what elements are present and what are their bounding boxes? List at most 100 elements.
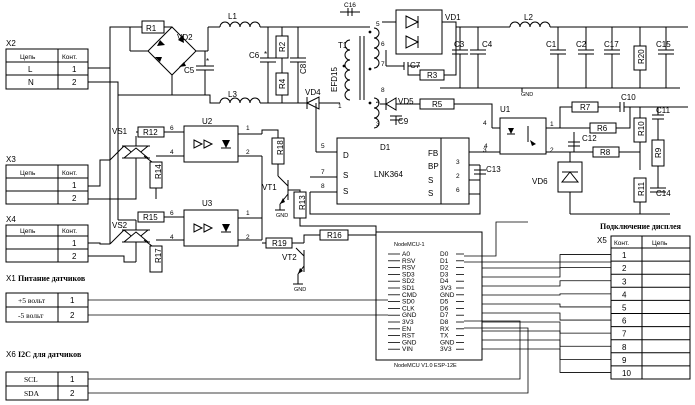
triac-vs1: VS1 R12 R14 — [88, 126, 184, 200]
rc-c7-r3: C7 R3 — [385, 27, 457, 81]
svg-text:6: 6 — [381, 41, 385, 48]
optocoupler-u2: U2 6 4 1 2 — [170, 117, 262, 163]
mcu-right-pin: D6 — [440, 305, 449, 312]
svg-text:R8: R8 — [600, 148, 611, 157]
svg-text:GND: GND — [276, 213, 288, 219]
capacitor-c16: C16 — [340, 2, 360, 16]
svg-text:2: 2 — [246, 234, 250, 241]
svg-text:R6: R6 — [597, 124, 608, 133]
svg-text:R19: R19 — [272, 239, 287, 248]
svg-text:VD6: VD6 — [532, 177, 548, 186]
x2-row1-pin: 1 — [72, 65, 77, 74]
mains-input: R1 VD2 C5 * — [88, 20, 214, 220]
svg-text:R10: R10 — [637, 121, 646, 136]
svg-text:C15: C15 — [656, 40, 671, 49]
mcu-right-pin: D3 — [440, 271, 449, 278]
svg-text:VD4: VD4 — [305, 88, 321, 97]
mcu-left-pin: SD1 — [402, 285, 415, 292]
mcu-right-pin: D1 — [440, 258, 449, 265]
x2-row2-pin: 2 — [72, 78, 77, 87]
svg-text:6: 6 — [170, 125, 174, 132]
svg-text:L3: L3 — [228, 90, 237, 99]
svg-text:FB: FB — [428, 149, 438, 158]
feedback-network: R7 C10 R6 R8 R10 R9 C11 C14 R11 — [559, 93, 688, 215]
svg-text:6: 6 — [456, 187, 460, 194]
svg-text:VS1: VS1 — [112, 127, 128, 136]
mcu-left-pin: RSV — [402, 258, 416, 265]
svg-text:T1: T1 — [338, 41, 348, 50]
svg-text:3: 3 — [456, 159, 460, 166]
svg-text:VD1: VD1 — [445, 13, 461, 22]
x5-ref: X5 — [597, 236, 607, 245]
mcu-right-pin: 3V3 — [440, 285, 452, 292]
x3-row1-pin: 1 — [72, 181, 77, 190]
x6-row2-signal: SDA — [24, 389, 40, 398]
svg-text:BP: BP — [428, 162, 439, 171]
svg-text:R14: R14 — [154, 164, 163, 179]
x2-col-signal: Цепь — [20, 54, 36, 61]
x5-pin-4: 4 — [622, 290, 627, 299]
svg-text:R13: R13 — [298, 195, 307, 210]
svg-text:R9: R9 — [654, 147, 663, 158]
mcu-left-pin: A0 — [402, 251, 410, 258]
svg-text:R7: R7 — [580, 103, 591, 112]
x1-row2-pin: 2 — [70, 311, 75, 320]
svg-text:L1: L1 — [228, 12, 237, 21]
mcu-left-pin: RSV — [402, 265, 416, 272]
svg-text:C4: C4 — [482, 40, 493, 49]
mcu-right-pin: D4 — [440, 278, 449, 285]
connector-x3: X3 Цепь Конт. 1 2 — [5, 155, 89, 205]
svg-text:R3: R3 — [427, 71, 438, 80]
lnk364-d1: D1 LNK364 D S S FB BP S S 5 7 8 4 3 2 6 — [309, 103, 496, 215]
diode-vd5: VD5 R5 — [380, 97, 493, 128]
svg-text:C12: C12 — [582, 134, 597, 143]
svg-text:1: 1 — [246, 125, 250, 132]
svg-text:7: 7 — [321, 169, 325, 176]
x5-pin-1: 1 — [622, 251, 627, 260]
svg-text:VD2: VD2 — [177, 33, 193, 42]
svg-text:6: 6 — [170, 210, 174, 217]
svg-text:C2: C2 — [576, 40, 587, 49]
x6-ref: X6 — [6, 350, 16, 359]
optocoupler-u1: U1 4 3 1 2 — [483, 105, 566, 155]
zener-vd6: VD6 — [532, 152, 583, 214]
svg-text:8: 8 — [381, 87, 385, 94]
x3-row2-pin: 2 — [72, 194, 77, 203]
svg-text:U3: U3 — [202, 199, 213, 208]
svg-text:C16: C16 — [344, 2, 356, 9]
x3-col-pin: Конт. — [62, 170, 77, 177]
capacitor-c13: C13 — [474, 165, 501, 194]
diode-vd1: VD1 — [382, 9, 496, 55]
svg-text:R5: R5 — [432, 100, 443, 109]
output-capacitors: C3 C4 C1 C2 C17 C15 R20 GND — [440, 27, 680, 98]
mcu-right-pin: GND — [440, 339, 455, 346]
mcu-left-pin: 3V3 — [402, 319, 414, 326]
svg-text:R12: R12 — [143, 128, 158, 137]
bus-wiring — [88, 221, 611, 394]
svg-text:VT2: VT2 — [282, 253, 297, 262]
svg-text:2: 2 — [456, 173, 460, 180]
mcu-right-pin: D2 — [440, 265, 449, 272]
x5-pin-10: 10 — [622, 369, 631, 378]
x5-title: Подключение дисплея — [600, 222, 682, 231]
x5-pin-9: 9 — [622, 356, 627, 365]
x1-title: Питание датчиков — [18, 274, 86, 283]
connector-x5: Подключение дисплея X5 Конт. Цепь 123456… — [464, 222, 691, 380]
x2-col-pin: Конт. — [62, 54, 77, 61]
svg-text:L2: L2 — [524, 13, 533, 22]
svg-text:2: 2 — [550, 147, 554, 154]
capacitor-c9: C9 — [390, 115, 409, 126]
x5-pin-8: 8 — [622, 343, 627, 352]
x2-row1-signal: L — [28, 65, 33, 74]
x1-ref: X1 — [6, 274, 16, 283]
capacitor-c6: C6 * — [249, 27, 276, 103]
svg-text:5: 5 — [376, 21, 380, 28]
svg-text:C17: C17 — [604, 40, 619, 49]
svg-text:2: 2 — [246, 149, 250, 156]
svg-text:C11: C11 — [656, 106, 671, 115]
x4-row2-pin: 2 — [72, 252, 77, 261]
transformer-t1: T1 5 6 7 8 4 3 1 2 — [338, 21, 385, 150]
x6-row1-signal: SCL — [24, 375, 38, 384]
svg-text:R1: R1 — [146, 24, 157, 33]
